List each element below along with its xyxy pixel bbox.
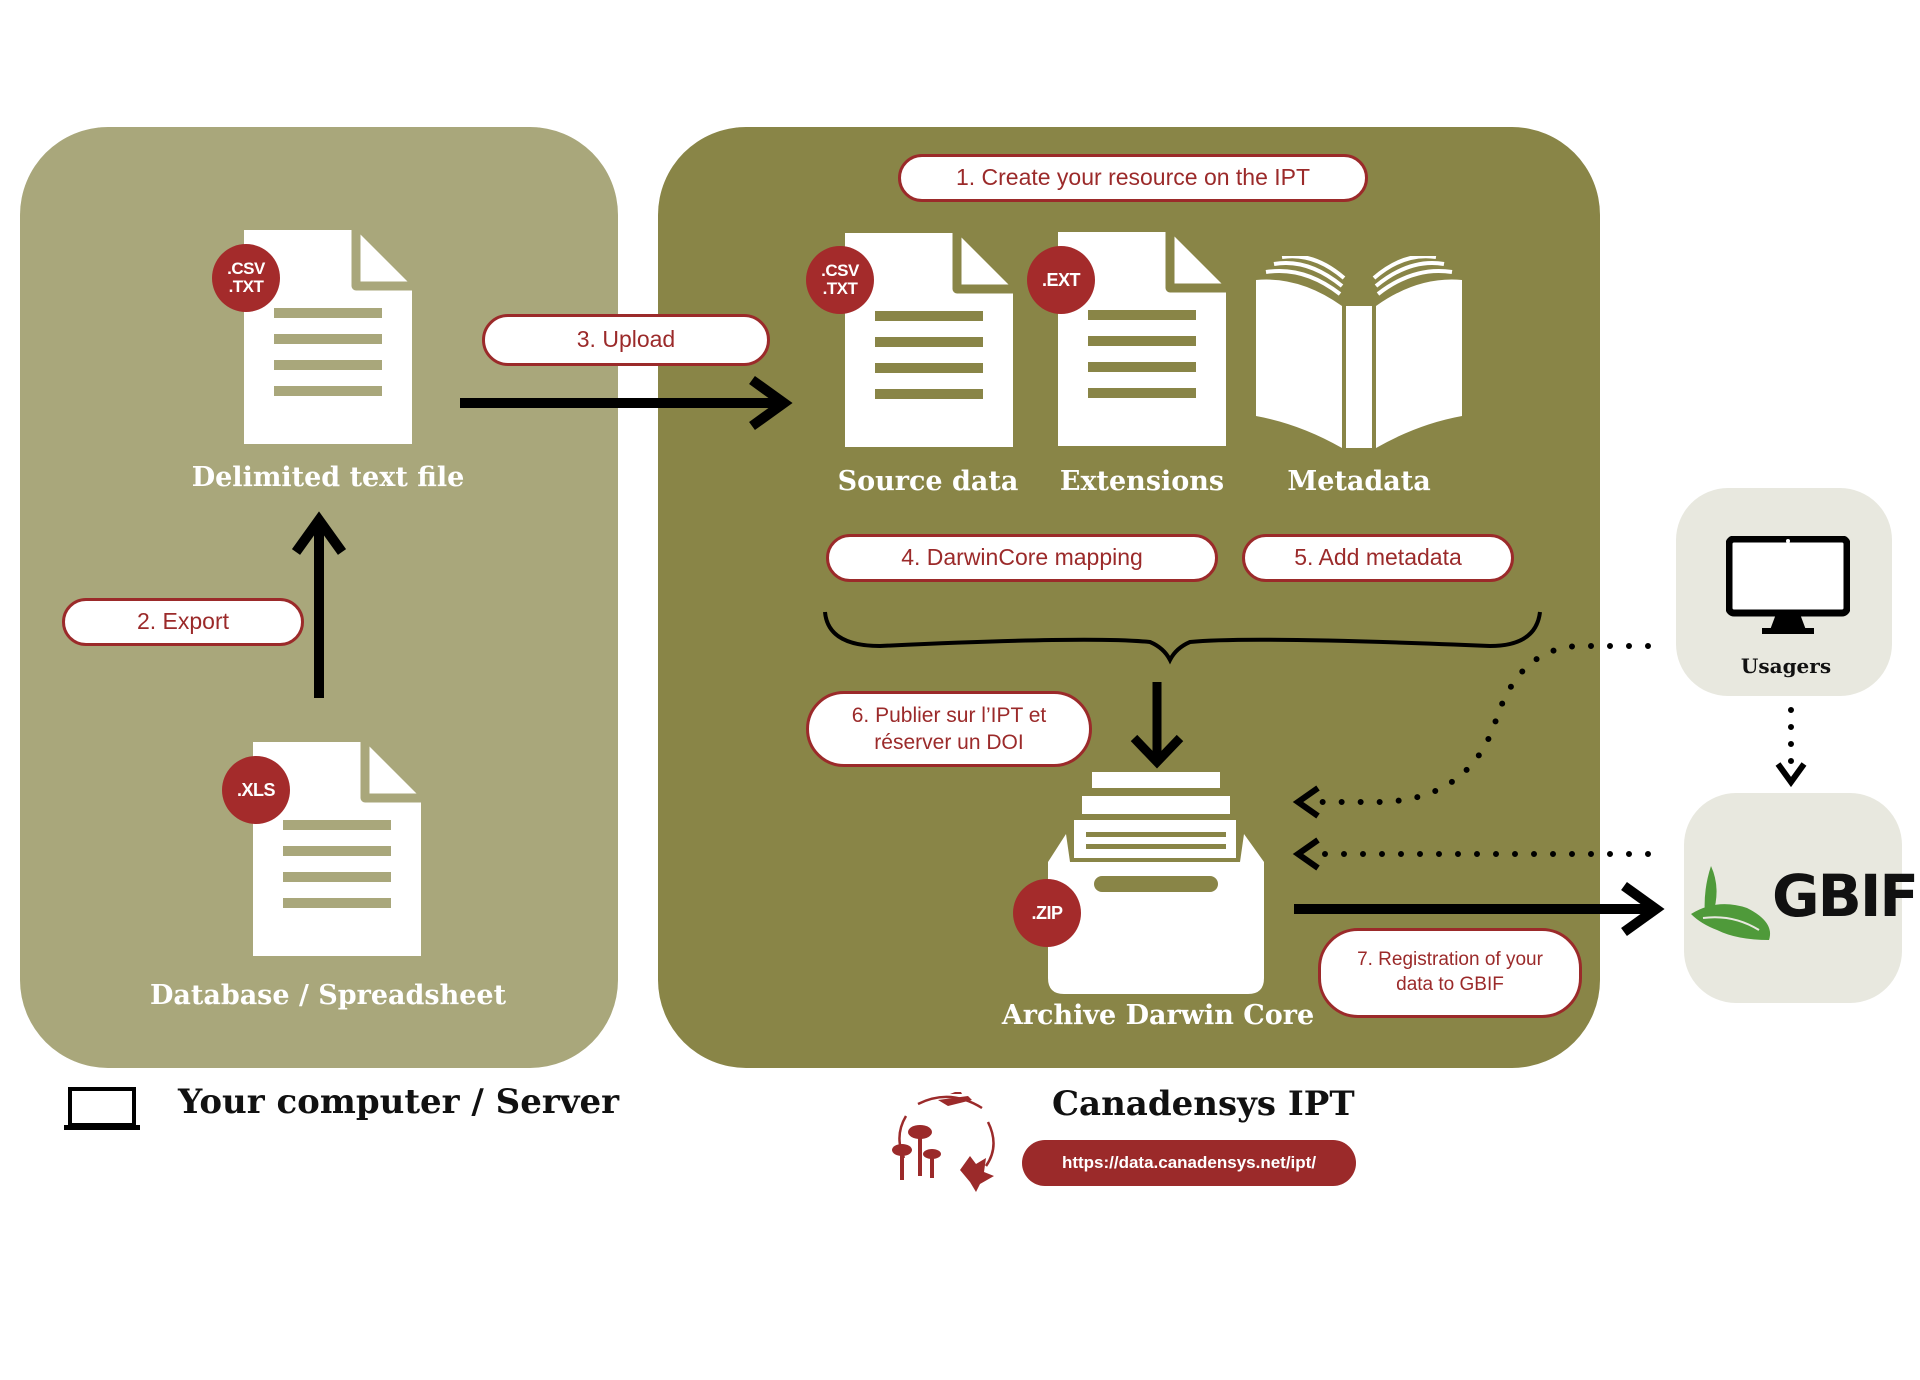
- laptop-icon: [64, 1087, 140, 1130]
- metadata-label: Metadata: [1287, 466, 1431, 497]
- step-6-publish: 6. Publier sur l’IPT et réserver un DOI: [806, 691, 1092, 767]
- step-2-export: 2. Export: [62, 598, 304, 646]
- spreadsheet-file-icon: [253, 742, 421, 956]
- users-label: Usagers: [1740, 654, 1832, 678]
- step-3-upload: 3. Upload: [482, 314, 770, 366]
- ipt-caption: Canadensys IPT: [1052, 1084, 1355, 1124]
- book-icon: [1256, 256, 1462, 448]
- xls-badge: .XLS: [222, 756, 290, 824]
- extensions-file-icon: [1058, 232, 1226, 446]
- dotted-users-to-archive: [1307, 643, 1651, 805]
- archive-box-icon: [1048, 772, 1264, 994]
- delimited-file-icon: [244, 230, 412, 444]
- gbif-box: [1684, 793, 1902, 1003]
- export-arrow: [291, 511, 347, 698]
- register-arrow: [1294, 881, 1665, 937]
- step-7-registration: 7. Registration of your data to GBIF: [1318, 928, 1582, 1018]
- dotted-arrowhead-3: [1775, 762, 1807, 788]
- step-5-add-metadata: 5. Add metadata: [1242, 534, 1514, 582]
- step-4-darwincore-mapping: 4. DarwinCore mapping: [826, 534, 1218, 582]
- csv-txt-badge-local: .CSV .TXT: [212, 244, 280, 312]
- canadensys-logo-icon: [892, 1092, 995, 1192]
- delimited-file-label: Delimited text file: [191, 462, 465, 493]
- dotted-arrowhead-1: [1292, 785, 1320, 819]
- ext-badge: .EXT: [1027, 246, 1095, 314]
- source-data-file-icon: [845, 233, 1013, 447]
- zip-badge: .ZIP: [1013, 879, 1081, 947]
- mapping-brace: [823, 611, 1542, 665]
- local-caption: Your computer / Server: [178, 1082, 620, 1122]
- archive-label: Archive Darwin Core: [1001, 1000, 1315, 1031]
- step-1-create-resource: 1. Create your resource on the IPT: [898, 154, 1368, 202]
- source-data-label: Source data: [837, 466, 1019, 497]
- publish-arrow: [1130, 682, 1184, 769]
- upload-arrow: [460, 375, 793, 431]
- dotted-arrowhead-2: [1292, 837, 1320, 871]
- monitor-icon: [1726, 536, 1850, 634]
- gbif-leaf-icon: [1691, 866, 1771, 940]
- ipt-url-link[interactable]: https://data.canadensys.net/ipt/: [1022, 1140, 1356, 1186]
- extensions-label: Extensions: [1059, 466, 1225, 497]
- csv-txt-badge-source: .CSV .TXT: [806, 246, 874, 314]
- gbif-logo-text: GBIF: [1772, 862, 1919, 930]
- database-label: Database / Spreadsheet: [149, 980, 507, 1011]
